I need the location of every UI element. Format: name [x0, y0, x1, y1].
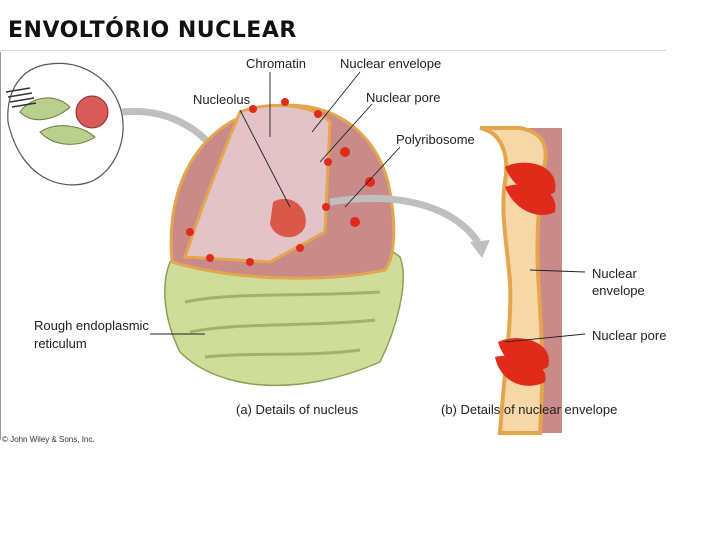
label-chromatin: Chromatin	[246, 56, 306, 71]
envelope-detail-illustration	[479, 126, 562, 435]
credit-line: © John Wiley & Sons, Inc.	[2, 435, 95, 444]
nucleus-illustration	[169, 98, 396, 280]
label-nuclear-envelope: Nuclear envelope	[340, 56, 442, 71]
label-pore-detail: Nuclear pore	[592, 328, 667, 343]
page-title: ENVOLTÓRIO NUCLEAR	[8, 18, 297, 43]
left-border	[0, 52, 1, 440]
label-nucleolus: Nucleolus	[193, 92, 251, 107]
caption-b: (b) Details of nuclear envelope	[441, 402, 618, 417]
cell-thumbnail	[5, 62, 124, 186]
label-envelope-detail-line1: Nuclear	[592, 266, 637, 281]
label-rough-er-line2: reticulum	[34, 336, 87, 351]
figure-artwork	[5, 62, 586, 435]
label-envelope-detail-line2: envelope	[592, 283, 645, 298]
nuclear-envelope-figure: Chromatin Nuclear envelope Nucleolus Nuc…	[0, 52, 667, 444]
label-polyribosome: Polyribosome	[396, 132, 475, 147]
label-nuclear-pore: Nuclear pore	[366, 90, 441, 105]
caption-a: (a) Details of nucleus	[236, 402, 359, 417]
label-rough-er-line1: Rough endoplasmic	[34, 318, 149, 333]
title-divider	[0, 50, 666, 51]
arrow-to-detail	[329, 194, 481, 245]
leader-lines	[150, 71, 586, 343]
